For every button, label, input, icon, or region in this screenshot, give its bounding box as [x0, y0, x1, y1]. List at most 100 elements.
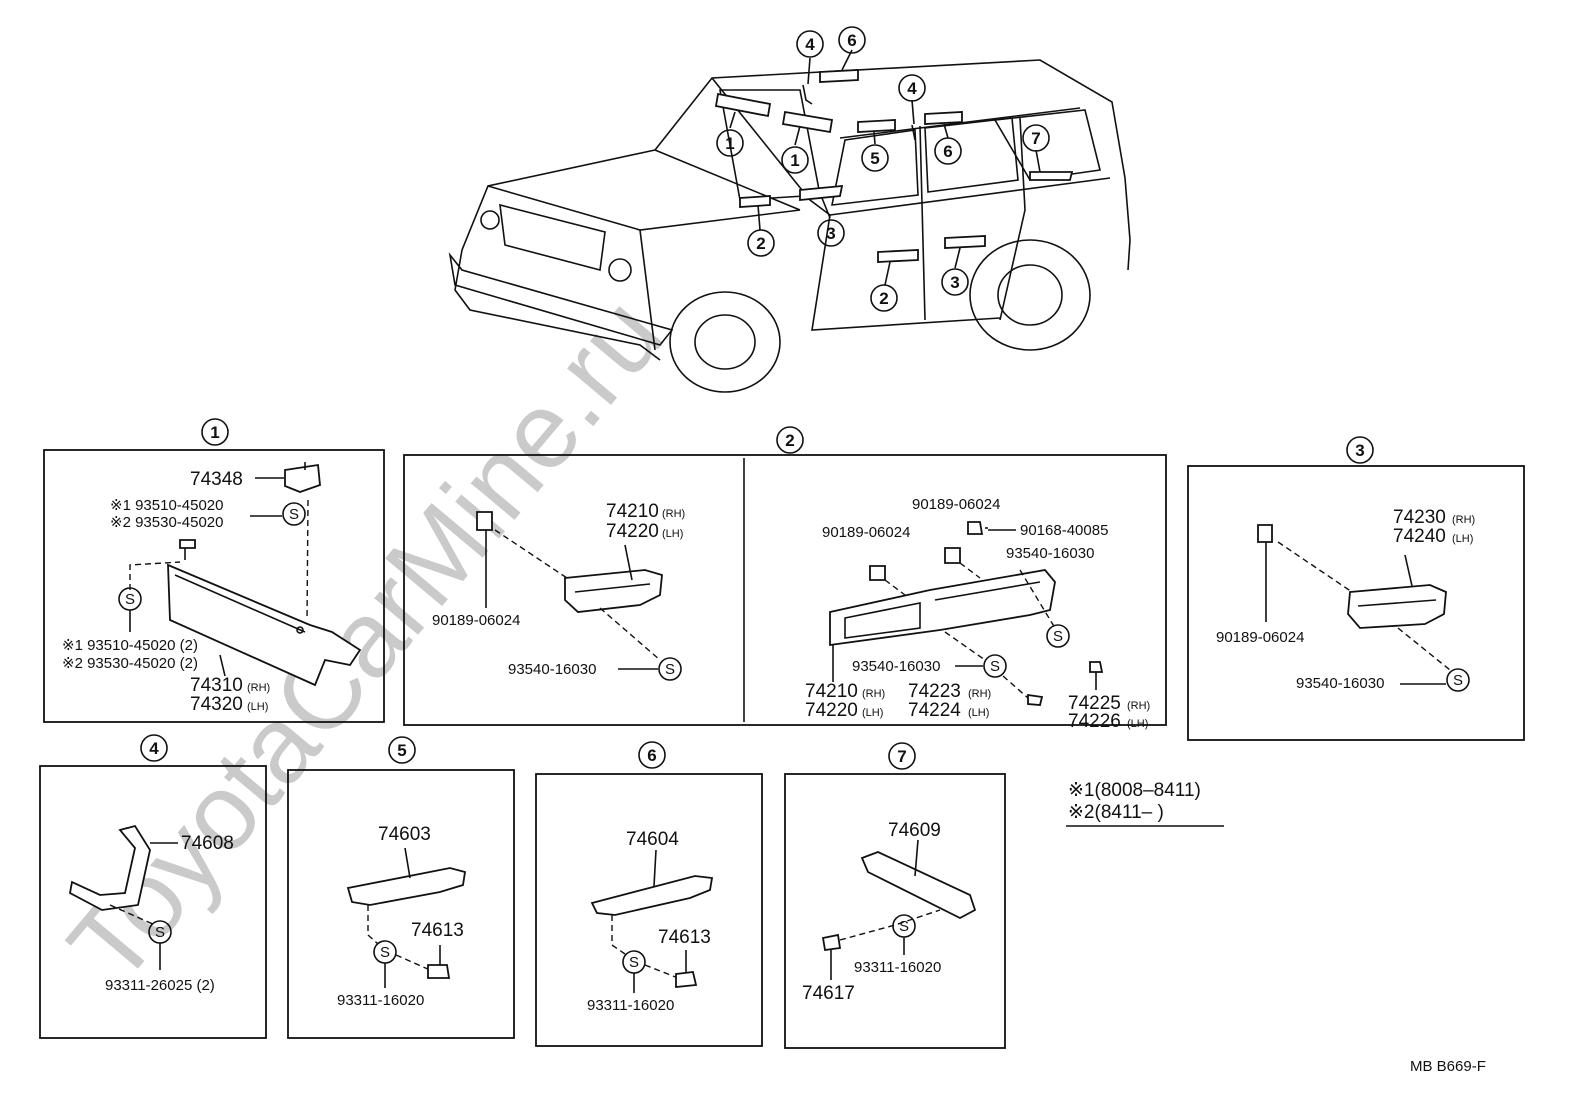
svg-text:S: S — [1053, 628, 1063, 645]
svg-text:74348: 74348 — [190, 469, 243, 490]
svg-text:74613: 74613 — [658, 927, 711, 948]
callout-2a: 2 — [747, 229, 775, 257]
svg-text:74225: 74225 — [1068, 693, 1121, 714]
svg-text:S: S — [125, 591, 135, 608]
svg-text:74226: 74226 — [1068, 711, 1121, 732]
callout-1b: 1 — [781, 146, 809, 174]
svg-text:(LH): (LH) — [968, 707, 989, 719]
section-7: 7 74609 S 93311-16020 74617 — [784, 742, 1006, 1049]
svg-text:(LH): (LH) — [247, 701, 268, 713]
svg-text:(RH): (RH) — [1127, 700, 1150, 712]
svg-text:74608: 74608 — [181, 833, 234, 854]
svg-text:74220: 74220 — [805, 700, 858, 721]
vehicle-illustration — [448, 49, 1131, 393]
section-4: 4 74608 S 93311-26025 (2) — [39, 734, 267, 1039]
svg-text:1: 1 — [790, 151, 799, 170]
callout-7a: 7 — [1022, 124, 1050, 152]
svg-text:S: S — [990, 658, 1000, 675]
svg-text:93540-16030: 93540-16030 — [508, 661, 596, 678]
svg-text:S: S — [380, 944, 390, 961]
svg-text:※2(8411– ): ※2(8411– ) — [1068, 802, 1164, 823]
svg-text:6: 6 — [847, 31, 856, 50]
svg-text:5: 5 — [870, 149, 879, 168]
svg-text:93311-26025 (2): 93311-26025 (2) — [105, 977, 215, 994]
svg-text:93311-16020: 93311-16020 — [337, 992, 424, 1009]
svg-text:3: 3 — [950, 273, 959, 292]
svg-text:90189-06024: 90189-06024 — [822, 524, 910, 541]
svg-text:7: 7 — [1031, 129, 1040, 148]
svg-text:(RH): (RH) — [862, 688, 885, 700]
svg-text:74604: 74604 — [626, 829, 679, 850]
svg-text:(LH): (LH) — [662, 528, 683, 540]
svg-text:74210: 74210 — [606, 501, 659, 522]
section-2: 2 90189-06024 74210 (RH) 74220 (LH) S 93… — [403, 426, 1167, 732]
svg-text:90189-06024: 90189-06024 — [432, 612, 520, 629]
svg-text:S: S — [155, 924, 165, 941]
svg-text:4: 4 — [149, 739, 159, 758]
callout-2b: 2 — [870, 284, 898, 312]
svg-text:※2 93530-45020 (2): ※2 93530-45020 (2) — [62, 655, 198, 672]
svg-text:4: 4 — [805, 35, 815, 54]
section-5: 5 74603 S 93311-16020 74613 — [287, 736, 515, 1039]
svg-text:74613: 74613 — [411, 920, 464, 941]
svg-text:(LH): (LH) — [1127, 718, 1148, 730]
svg-text:(RH): (RH) — [662, 508, 685, 520]
svg-text:74223: 74223 — [908, 681, 961, 702]
svg-text:93311-16020: 93311-16020 — [854, 959, 941, 976]
svg-text:90189-06024: 90189-06024 — [912, 496, 1000, 513]
callout-1a: 1 — [716, 129, 744, 157]
svg-text:※1(8008–8411): ※1(8008–8411) — [1068, 780, 1201, 801]
svg-text:74609: 74609 — [888, 820, 941, 841]
svg-text:74320: 74320 — [190, 694, 243, 715]
svg-text:3: 3 — [826, 224, 835, 243]
svg-text:2: 2 — [879, 289, 888, 308]
svg-text:90189-06024: 90189-06024 — [1216, 629, 1304, 646]
svg-text:※1 93510-45020: ※1 93510-45020 — [110, 497, 224, 514]
diagram-code: MB B669-F — [1410, 1058, 1486, 1075]
svg-text:(LH): (LH) — [862, 707, 883, 719]
svg-text:74210: 74210 — [805, 681, 858, 702]
svg-text:(RH): (RH) — [247, 682, 270, 694]
svg-text:2: 2 — [785, 431, 794, 450]
callout-6b: 6 — [934, 137, 962, 165]
svg-text:90168-40085: 90168-40085 — [1020, 522, 1108, 539]
svg-text:S: S — [665, 661, 675, 678]
callout-4b: 4 — [898, 74, 926, 102]
svg-text:S: S — [289, 506, 299, 523]
svg-text:74310: 74310 — [190, 675, 243, 696]
svg-text:3: 3 — [1355, 441, 1364, 460]
svg-text:74603: 74603 — [378, 824, 431, 845]
svg-text:6: 6 — [943, 142, 952, 161]
svg-text:74220: 74220 — [606, 521, 659, 542]
svg-text:S: S — [629, 954, 639, 971]
callout-3b: 3 — [941, 268, 969, 296]
svg-text:93540-16030: 93540-16030 — [852, 658, 940, 675]
date-legend: ※1(8008–8411) ※2(8411– ) — [1066, 780, 1224, 827]
svg-text:2: 2 — [756, 234, 765, 253]
section-6: 6 74604 S 93311-16020 74613 — [535, 741, 763, 1047]
svg-text:(RH): (RH) — [1452, 514, 1475, 526]
svg-text:93311-16020: 93311-16020 — [587, 997, 674, 1014]
callout-5a: 5 — [861, 144, 889, 172]
callout-4a: 4 — [796, 30, 824, 58]
svg-text:6: 6 — [647, 746, 656, 765]
svg-text:(RH): (RH) — [968, 688, 991, 700]
section-3: 3 90189-06024 74230 (RH) 74240 (LH) S 93… — [1187, 436, 1525, 741]
svg-text:7: 7 — [897, 747, 906, 766]
svg-text:93540-16030: 93540-16030 — [1006, 545, 1094, 562]
svg-text:1: 1 — [725, 134, 734, 153]
svg-text:※2 93530-45020: ※2 93530-45020 — [110, 514, 224, 531]
svg-text:74617: 74617 — [802, 983, 855, 1004]
svg-text:74240: 74240 — [1393, 526, 1446, 547]
callout-6a: 6 — [838, 26, 866, 54]
callout-3a: 3 — [817, 219, 845, 247]
svg-text:93540-16030: 93540-16030 — [1296, 675, 1384, 692]
svg-text:4: 4 — [907, 79, 917, 98]
svg-text:74224: 74224 — [908, 700, 961, 721]
svg-text:S: S — [899, 918, 909, 935]
section-1: 1 74348 ※1 93510-45020 ※2 93530-45020 S … — [43, 418, 385, 723]
svg-text:74230: 74230 — [1393, 507, 1446, 528]
svg-text:※1 93510-45020 (2): ※1 93510-45020 (2) — [62, 637, 198, 654]
svg-text:5: 5 — [397, 741, 406, 760]
